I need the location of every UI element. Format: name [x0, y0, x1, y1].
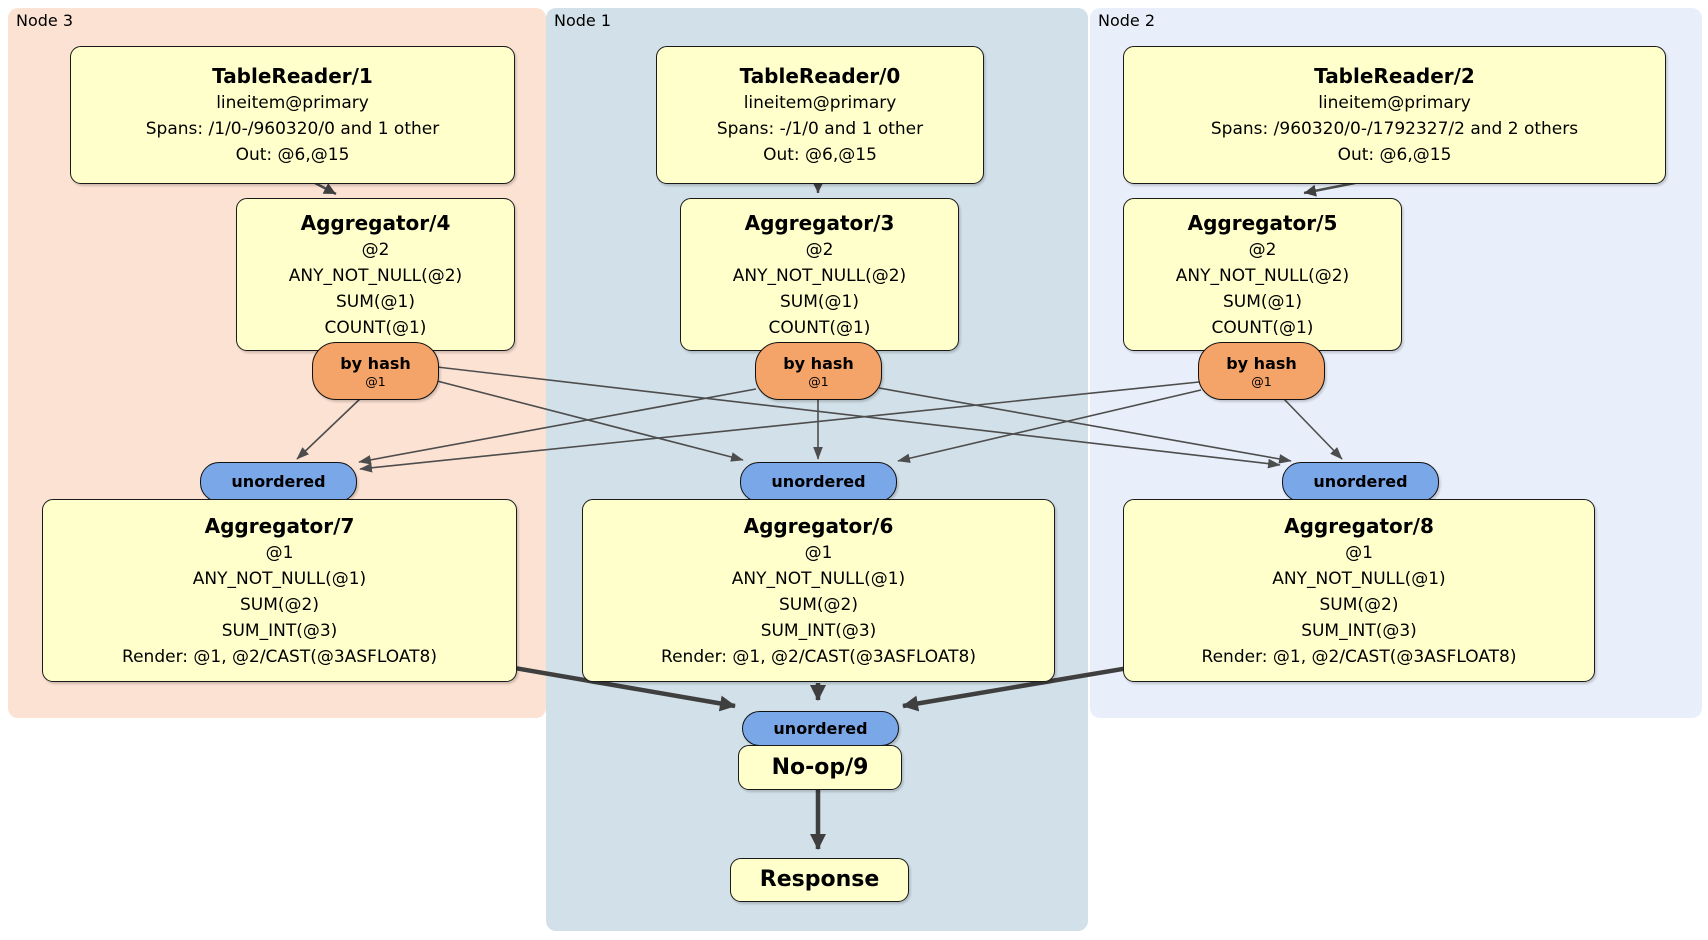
sync-label: unordered — [773, 718, 868, 738]
router-by-hash-4: by hash @1 — [312, 342, 439, 400]
node-detail: ANY_NOT_NULL(@1) — [192, 568, 367, 589]
router-label: by hash — [340, 353, 411, 373]
node-detail: SUM(@1) — [1223, 291, 1302, 312]
sync-label: unordered — [1313, 472, 1408, 491]
edge-bh4-u6 — [436, 380, 744, 462]
edge-agg8-noop — [902, 661, 1153, 712]
sync-unordered-7: unordered — [200, 462, 357, 502]
node-tablereader-0: TableReader/0 lineitem@primary Spans: -/… — [656, 46, 984, 184]
node-title: No-op/9 — [771, 754, 869, 780]
node-noop-9: No-op/9 — [738, 745, 902, 790]
node-detail: SUM(@1) — [336, 291, 415, 312]
node-detail: Out: @6,@15 — [235, 145, 350, 165]
sync-unordered-6: unordered — [740, 462, 897, 502]
sync-label: unordered — [231, 472, 326, 491]
node-title: Aggregator/8 — [1284, 513, 1434, 538]
node-detail: Render: @1, @2/CAST(@3ASFLOAT8) — [661, 646, 976, 667]
router-key: @1 — [365, 373, 386, 389]
node-title: Aggregator/6 — [743, 513, 894, 538]
node-title: Aggregator/4 — [300, 210, 451, 235]
sync-label: unordered — [771, 472, 866, 491]
node-response: Response — [730, 858, 909, 902]
node-detail: Spans: /960320/0-/1792327/2 and 2 others — [1210, 119, 1579, 139]
node-detail: SUM_INT(@3) — [760, 620, 877, 641]
router-by-hash-5: by hash @1 — [1198, 342, 1325, 400]
node-detail: Out: @6,@15 — [1337, 145, 1452, 165]
sync-unordered-noop: unordered — [742, 711, 899, 746]
edge-bh5-u7 — [359, 381, 1200, 473]
node-detail: lineitem@primary — [743, 93, 897, 113]
node-detail: @1 — [265, 542, 294, 563]
node-detail: Render: @1, @2/CAST(@3ASFLOAT8) — [1201, 646, 1517, 667]
edge-tr1-agg4 — [314, 181, 337, 196]
node-detail: lineitem@primary — [1318, 93, 1471, 113]
node-aggregator-3: Aggregator/3 @2 ANY_NOT_NULL(@2) SUM(@1)… — [680, 198, 959, 351]
node-detail: Render: @1, @2/CAST(@3ASFLOAT8) — [122, 646, 437, 667]
router-label: by hash — [783, 353, 854, 373]
node-detail: ANY_NOT_NULL(@2) — [288, 265, 463, 286]
edge-bh3-u8 — [878, 387, 1292, 464]
node-detail: @1 — [804, 542, 833, 563]
node-detail: Spans: -/1/0 and 1 other — [716, 119, 924, 139]
node-title: TableReader/1 — [212, 64, 373, 88]
edge-bh3-u7 — [358, 388, 757, 465]
node-tablereader-2: TableReader/2 lineitem@primary Spans: /9… — [1123, 46, 1666, 184]
node-aggregator-5: Aggregator/5 @2 ANY_NOT_NULL(@2) SUM(@1)… — [1123, 198, 1402, 351]
edge-bh4-u8 — [436, 366, 1281, 469]
node-detail: ANY_NOT_NULL(@2) — [732, 265, 907, 286]
node-aggregator-6: Aggregator/6 @1 ANY_NOT_NULL(@1) SUM(@2)… — [582, 499, 1055, 682]
node-detail: @2 — [805, 239, 834, 260]
node-title: Aggregator/5 — [1187, 210, 1338, 235]
region-node3-label: Node 3 — [16, 11, 74, 30]
node-detail: COUNT(@1) — [324, 317, 427, 338]
router-label: by hash — [1226, 353, 1297, 373]
node-title: Response — [759, 867, 880, 892]
node-title: TableReader/0 — [739, 64, 901, 88]
node-detail: @2 — [361, 239, 390, 260]
node-title: TableReader/2 — [1314, 64, 1475, 88]
region-node2-label: Node 2 — [1098, 11, 1156, 30]
node-detail: ANY_NOT_NULL(@1) — [1272, 568, 1446, 589]
node-title: Aggregator/7 — [204, 513, 355, 538]
router-by-hash-3: by hash @1 — [755, 342, 882, 400]
node-aggregator-7: Aggregator/7 @1 ANY_NOT_NULL(@1) SUM(@2)… — [42, 499, 517, 682]
node-detail: ANY_NOT_NULL(@2) — [1175, 265, 1350, 286]
edge-bh5-u9 — [1282, 397, 1343, 460]
node-detail: ANY_NOT_NULL(@1) — [731, 568, 906, 589]
node-aggregator-4: Aggregator/4 @2 ANY_NOT_NULL(@2) SUM(@1)… — [236, 198, 515, 351]
node-title: Aggregator/3 — [744, 210, 895, 235]
region-node1-label: Node 1 — [554, 11, 612, 30]
edge-bh5-u6 — [897, 389, 1202, 463]
node-detail: SUM_INT(@3) — [1301, 620, 1417, 641]
node-aggregator-8: Aggregator/8 @1 ANY_NOT_NULL(@1) SUM(@2)… — [1123, 499, 1595, 682]
node-detail: @2 — [1248, 239, 1277, 260]
node-detail: SUM(@1) — [780, 291, 859, 312]
node-detail: COUNT(@1) — [768, 317, 871, 338]
node-detail: COUNT(@1) — [1211, 317, 1314, 338]
node-detail: @1 — [1345, 542, 1373, 563]
node-detail: Out: @6,@15 — [763, 145, 877, 165]
sync-unordered-8: unordered — [1282, 462, 1439, 502]
router-key: @1 — [1251, 373, 1272, 389]
router-key: @1 — [808, 373, 829, 389]
node-detail: lineitem@primary — [216, 93, 369, 113]
node-detail: SUM(@2) — [779, 594, 858, 615]
node-detail: Spans: /1/0-/960320/0 and 1 other — [145, 119, 440, 139]
node-detail: SUM(@2) — [240, 594, 319, 615]
edge-tr2-agg5 — [1303, 181, 1356, 197]
edge-bh4-u7 — [296, 396, 363, 460]
node-tablereader-1: TableReader/1 lineitem@primary Spans: /1… — [70, 46, 515, 184]
node-detail: SUM(@2) — [1319, 594, 1399, 615]
node-detail: SUM_INT(@3) — [221, 620, 338, 641]
